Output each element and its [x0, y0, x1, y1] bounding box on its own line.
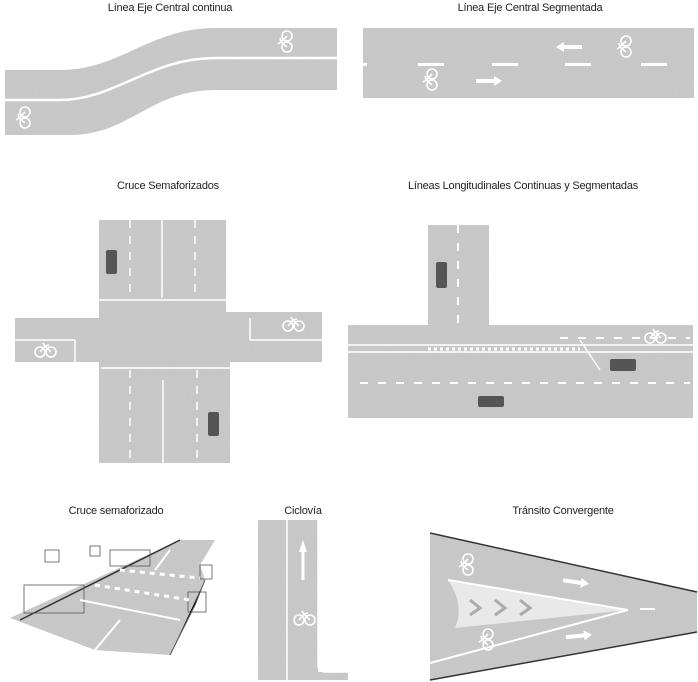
title-continuous-center-line: Línea Eje Central continua — [107, 2, 233, 14]
panel-continuous-center-line — [5, 28, 337, 135]
title-signalized-crossing-3d: Cruce semaforizado — [68, 505, 164, 517]
car-icon — [436, 262, 447, 288]
panel-segmented-center-line — [363, 28, 694, 98]
title-bike-lane: Ciclovía — [284, 505, 322, 517]
center-line-dashed — [363, 63, 667, 66]
panel-converging-traffic — [429, 532, 698, 681]
panel-signalized-crossing — [15, 220, 322, 463]
car-icon — [208, 412, 219, 436]
title-converging-traffic: Tránsito Convergente — [512, 505, 614, 517]
chevron-hatch-area — [448, 580, 628, 628]
panel-longitudinal-lines — [348, 225, 693, 418]
arrow-up-icon — [299, 540, 307, 552]
car-icon — [478, 396, 504, 407]
panel-signalized-crossing-3d — [10, 539, 215, 656]
car-icon — [610, 359, 636, 371]
title-signalized-crossing: Cruce Semaforizados — [117, 180, 219, 192]
title-longitudinal-lines: Líneas Longitudinales Continuas y Segmen… — [407, 180, 639, 192]
title-segmented-center-line: Línea Eje Central Segmentada — [457, 2, 603, 14]
panel-bike-lane — [258, 520, 348, 680]
car-icon — [106, 250, 117, 274]
center-line-solid — [5, 56, 337, 102]
